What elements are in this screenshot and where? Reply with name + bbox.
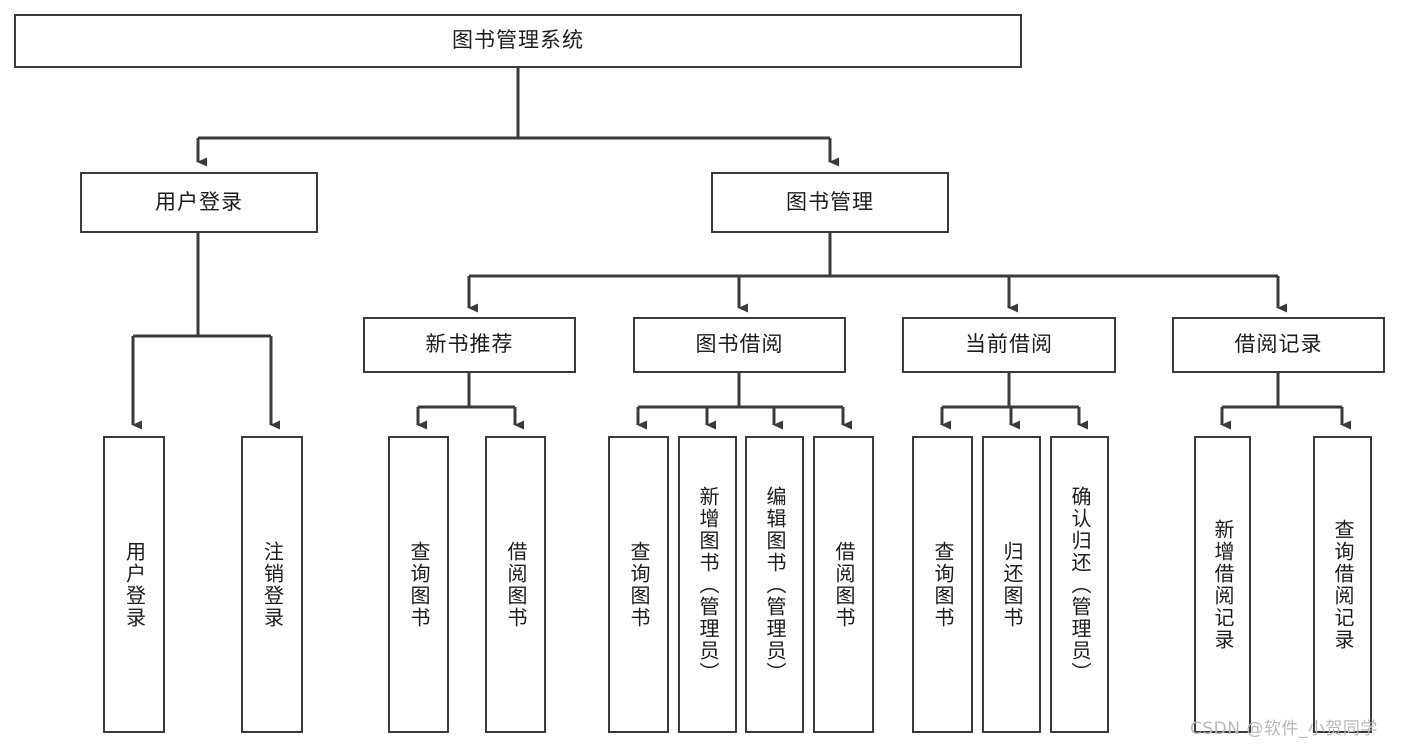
csdn-watermark: CSDN @软件_小贺同学: [1190, 719, 1378, 739]
node-label: 当前借阅: [965, 332, 1053, 357]
node-label: 查询图书: [627, 540, 651, 629]
node-book-management[interactable]: 图书管理: [711, 172, 949, 233]
node-label: 新增图书（管理员）: [696, 485, 720, 684]
node-label: 归还图书: [1000, 540, 1024, 629]
node-label: 编辑图书（管理员）: [763, 485, 787, 684]
leaf-new-book-query-book[interactable]: 查询图书: [388, 436, 449, 733]
node-label: 图书借阅: [695, 332, 784, 357]
leaf-current-borrow-confirm-return-admin[interactable]: 确认归还（管理员）: [1050, 436, 1109, 733]
node-label: 借阅图书: [504, 540, 528, 629]
leaf-book-borrow-query-book[interactable]: 查询图书: [608, 436, 669, 733]
node-label: 确认归还（管理员）: [1068, 485, 1092, 684]
leaf-book-borrow-add-book-admin[interactable]: 新增图书（管理员）: [678, 436, 737, 733]
leaf-current-borrow-query-book[interactable]: 查询图书: [912, 436, 973, 733]
node-new-book-recommend[interactable]: 新书推荐: [363, 317, 576, 373]
node-borrow-record[interactable]: 借阅记录: [1172, 317, 1385, 373]
node-label: 注销登录: [260, 540, 285, 629]
node-label: 借阅记录: [1234, 332, 1323, 357]
node-label: 查询借阅记录: [1331, 518, 1355, 651]
node-label: 用户登录: [122, 540, 147, 629]
node-book-borrow[interactable]: 图书借阅: [633, 317, 846, 373]
node-label: 借阅图书: [832, 540, 856, 629]
node-label: 新书推荐: [425, 332, 514, 357]
leaf-book-borrow-borrow-book[interactable]: 借阅图书: [813, 436, 874, 733]
node-user-login[interactable]: 用户登录: [80, 172, 318, 233]
leaf-borrow-record-query-record[interactable]: 查询借阅记录: [1313, 436, 1372, 733]
node-root-book-management-system[interactable]: 图书管理系统: [14, 14, 1022, 68]
leaf-new-book-borrow-book[interactable]: 借阅图书: [485, 436, 546, 733]
node-label: 图书管理系统: [452, 28, 584, 53]
leaf-user-login-logout[interactable]: 注销登录: [241, 436, 303, 733]
leaf-borrow-record-add-record[interactable]: 新增借阅记录: [1194, 436, 1251, 733]
node-current-borrow[interactable]: 当前借阅: [902, 317, 1116, 373]
leaf-current-borrow-return-book[interactable]: 归还图书: [982, 436, 1041, 733]
node-label: 新增借阅记录: [1211, 518, 1235, 651]
node-label: 查询图书: [931, 540, 955, 629]
leaf-book-borrow-edit-book-admin[interactable]: 编辑图书（管理员）: [745, 436, 804, 733]
node-label: 用户登录: [155, 189, 243, 214]
leaf-user-login-login[interactable]: 用户登录: [103, 436, 165, 733]
node-label: 图书管理: [786, 189, 874, 214]
node-label: 查询图书: [407, 540, 431, 629]
